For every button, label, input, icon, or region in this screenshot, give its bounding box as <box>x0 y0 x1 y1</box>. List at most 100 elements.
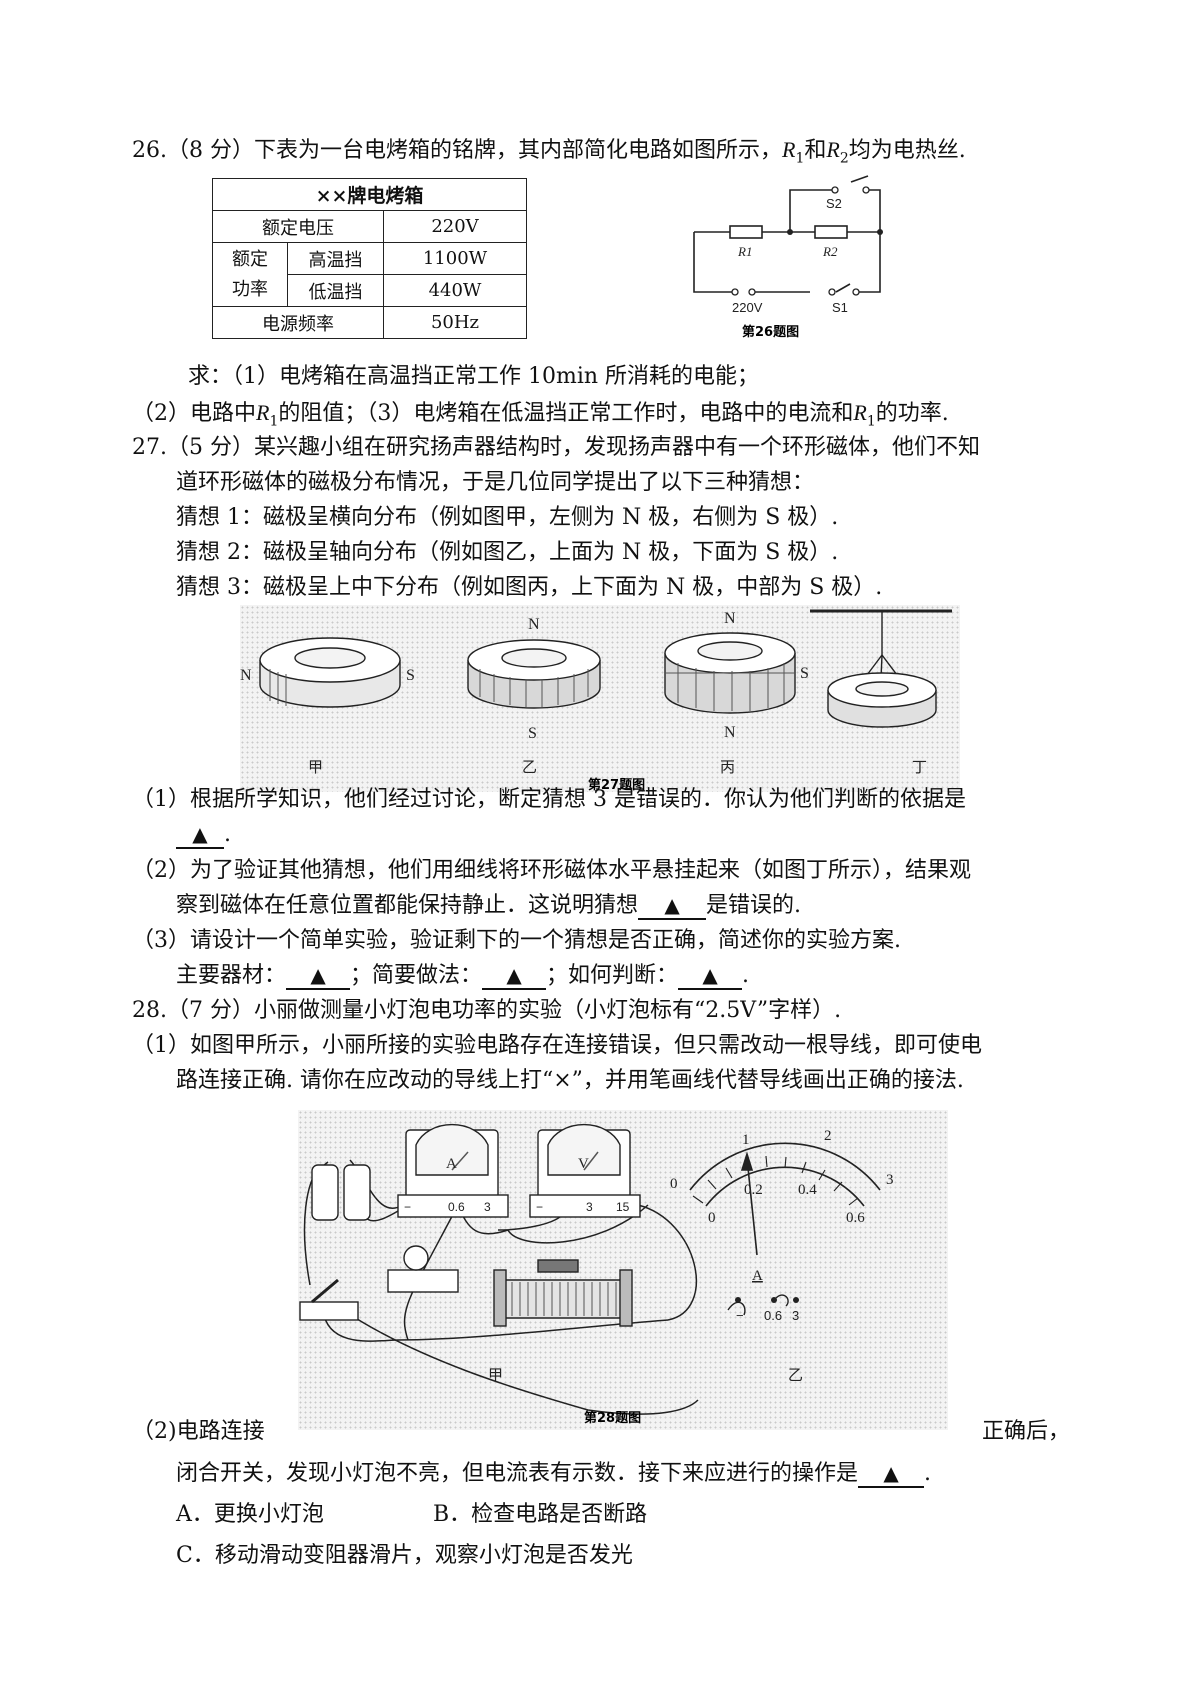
freq-value: 50Hz <box>383 306 527 339</box>
q27-sub1-end: . <box>224 822 231 847</box>
q27-sub3-d: . <box>742 963 750 988</box>
ammeter-terminal-neg: − <box>404 1200 411 1214</box>
q28-sub2-line2: 闭合开关，发现小灯泡不亮，但电流表有示数．接下来应进行的操作是▲. <box>176 1459 931 1489</box>
dial-terminal-3: 3 <box>792 1308 799 1323</box>
magnet-c-s-label: S <box>800 665 809 682</box>
q27-figure-caption: 第27题图 <box>588 777 645 792</box>
rated-voltage-label: 额定电压 <box>212 210 384 243</box>
answer-blank[interactable]: ▲ <box>286 963 351 990</box>
voltmeter-symbol: V <box>578 1156 589 1172</box>
q27-sub2-a: 察到磁体在任意位置都能保持静止．这说明猜想 <box>176 893 639 918</box>
rated-power-label: 额定功率 <box>212 242 288 307</box>
q26-ask1: 求：（1）电烤箱在高温挡正常工作 10min 所消耗的电能； <box>188 364 760 389</box>
answer-blank[interactable]: ▲ <box>176 822 224 849</box>
dial-top-0: 0 <box>670 1176 678 1192</box>
r1-label: R1 <box>737 244 752 259</box>
q27-guess3: 猜想 3：磁极呈上中下分布（例如图丙，上下面为 N 极，中部为 S 极）. <box>176 575 883 600</box>
dial-bottom-06: 0.6 <box>846 1210 865 1226</box>
blank-marker: ▲ <box>664 893 680 917</box>
magnet-a-s-label: S <box>406 667 415 684</box>
high-label: 高温挡 <box>287 242 384 275</box>
q27-sub3-c: ；如何判断： <box>546 963 679 988</box>
dial-bottom-0: 0 <box>708 1210 716 1226</box>
q26-stem-text: 26.（8 分）下表为一台电烤箱的铭牌，其内部简化电路如图所示， <box>132 138 782 163</box>
dial-top-1: 1 <box>742 1132 750 1148</box>
q27-sub2-line1: （2）为了验证其他猜想，他们用细线将环形磁体水平悬挂起来（如图丁所示），结果观 <box>132 858 971 883</box>
dial-unit-label: A <box>752 1268 763 1284</box>
nameplate-title: ××牌电烤箱 <box>212 178 527 211</box>
magnet-b-caption: 乙 <box>522 758 537 776</box>
rated-power-label-1: 额定 <box>232 248 268 270</box>
option-b[interactable]: B．检查电路是否断路 <box>433 1502 648 1527</box>
blank-marker: ▲ <box>310 963 326 987</box>
rated-power-label-2: 功率 <box>232 278 268 300</box>
magnet-b-s-label: S <box>528 725 537 742</box>
blank-marker: ▲ <box>702 963 718 987</box>
q27-line1: 27.（5 分）某兴趣小组在研究扬声器结构时，发现扬声器中有一个环形磁体，他们不… <box>132 435 980 460</box>
q26-circuit-diagram: R1 R2 S2 S1 220V 第26题图 <box>693 175 883 340</box>
q28-circuit-drawing: A V − 0.6 3 − 3 15 0 1 2 3 0 0.2 0. <box>299 1123 894 1426</box>
low-label: 低温挡 <box>287 274 384 307</box>
q27-guess1: 猜想 1：磁极呈横向分布（例如图甲，左侧为 N 极，右侧为 S 极）. <box>176 505 839 530</box>
option-a[interactable]: A．更换小灯泡 <box>176 1502 324 1527</box>
dial-top-2: 2 <box>824 1128 832 1144</box>
magnet-c-caption: 丙 <box>720 758 735 776</box>
dial-bottom-02: 0.2 <box>744 1182 763 1198</box>
q28-line1: 28.（7 分）小丽做测量小灯泡电功率的实验（小灯泡标有“2.5V”字样）. <box>132 998 842 1023</box>
q27-sub3-line2: 主要器材： ▲ ；简要做法： ▲ ；如何判断： ▲. <box>176 961 749 991</box>
q26-ask2-a: （2）电路中 <box>132 401 256 426</box>
s2-label: S2 <box>826 196 842 211</box>
q26-stem-end: 均为电热丝. <box>848 138 966 163</box>
q27-figure: N S N S N S N 甲 乙 丙 丁 第27题图 <box>240 605 960 793</box>
option-c[interactable]: C．移动滑动变阻器滑片，观察小灯泡是否发光 <box>176 1543 633 1568</box>
ammeter-terminal-06: 0.6 <box>448 1200 465 1214</box>
answer-blank[interactable]: ▲ <box>482 963 547 990</box>
voltmeter-terminal-15: 15 <box>616 1200 630 1214</box>
q28-sub2-d: . <box>924 1461 932 1486</box>
q26-ask2-b: 的阻值；（3）电烤箱在低温挡正常工作时，电路中的电流和 <box>278 401 854 426</box>
magnet-b-n-label: N <box>528 616 540 633</box>
ammeter-terminal-3: 3 <box>484 1200 491 1214</box>
answer-blank[interactable]: ▲ <box>638 893 707 920</box>
magnet-c-top-n-label: N <box>724 610 736 627</box>
q27-sub1-line2: ▲. <box>176 820 231 850</box>
magnet-c-bottom-n-label: N <box>724 724 736 741</box>
freq-label: 电源频率 <box>212 306 384 339</box>
low-value: 440W <box>383 274 527 307</box>
q26-figure-caption: 第26题图 <box>742 324 799 340</box>
q26-ask2-c: 的功率. <box>875 401 949 426</box>
ammeter-symbol: A <box>446 1156 457 1172</box>
q27-sub3-line1: （3）请设计一个简单实验，验证剩下的一个猜想是否正确，简述你的实验方案. <box>132 928 901 953</box>
answer-blank[interactable]: ▲ <box>858 1461 925 1488</box>
voltmeter-terminal-neg: − <box>536 1200 543 1214</box>
q26-stem-and: 和 <box>804 138 827 163</box>
high-value: 1100W <box>383 242 527 275</box>
source-label: 220V <box>732 300 763 315</box>
s1-label: S1 <box>832 300 848 315</box>
dial-terminal-neg: − <box>736 1308 744 1323</box>
blank-marker: ▲ <box>192 822 208 846</box>
q28-figure-caption: 第28题图 <box>584 1410 641 1426</box>
dial-terminal-06: 0.6 <box>764 1308 782 1323</box>
q27-sub3-a: 主要器材： <box>176 963 287 988</box>
dial-bottom-04: 0.4 <box>798 1182 817 1198</box>
voltmeter-terminal-3: 3 <box>586 1200 593 1214</box>
q28-figure: A V − 0.6 3 − 3 15 0 1 2 3 0 0.2 0. <box>298 1110 948 1430</box>
q28-sub2-a: （2)电路连接 <box>132 1419 265 1444</box>
q27-sub1-line1: （1）根据所学知识，他们经过讨论，断定猜想 3 是错误的．你认为他们判断的依据是 <box>132 787 966 812</box>
magnet-d-caption: 丁 <box>912 758 927 776</box>
q28-sub2-c: 闭合开关，发现小灯泡不亮，但电流表有示数．接下来应进行的操作是 <box>176 1461 859 1486</box>
q27-sub3-b: ；简要做法： <box>350 963 483 988</box>
answer-blank[interactable]: ▲ <box>678 963 743 990</box>
rated-voltage-value: 220V <box>383 210 527 243</box>
figure-yi-label: 乙 <box>788 1366 803 1384</box>
q28-sub1-line2: 路连接正确. 请你在应改动的导线上打“×”，并用笔画线代替导线画出正确的接法. <box>176 1068 964 1093</box>
blank-marker: ▲ <box>506 963 522 987</box>
q27-magnets-drawing: N S N S N S N 甲 乙 丙 丁 第27题图 <box>240 609 952 793</box>
q27-line2: 道环形磁体的磁极分布情况，于是几位同学提出了以下三种猜想： <box>176 470 815 495</box>
magnet-a-caption: 甲 <box>308 758 323 776</box>
r2-label: R2 <box>822 244 838 259</box>
q28-sub1-line1: （1）如图甲所示，小丽所接的实验电路存在连接错误，但只需改动一根导线，即可使电 <box>132 1033 982 1058</box>
magnet-a-n-label: N <box>240 667 252 684</box>
